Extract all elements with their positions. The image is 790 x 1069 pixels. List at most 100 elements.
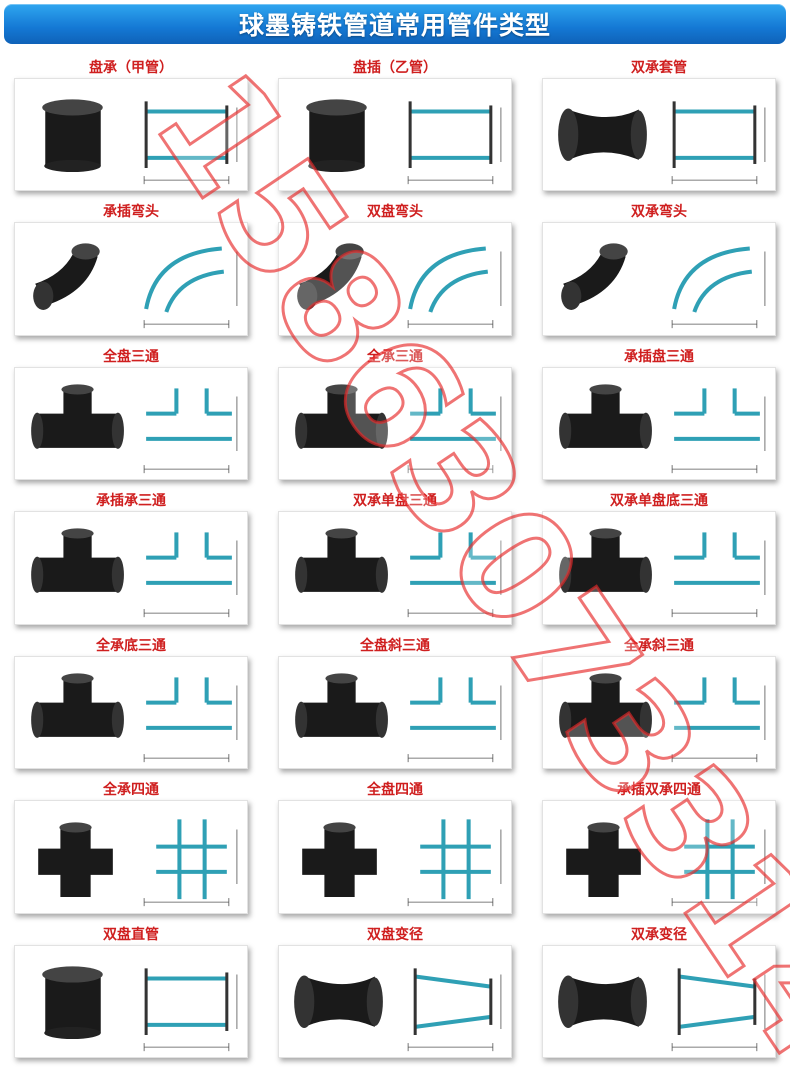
fitting-panel — [542, 78, 776, 192]
fitting-panel — [14, 366, 248, 481]
fitting-panel — [278, 511, 512, 625]
fitting-drawing — [671, 677, 766, 762]
fitting-cell: 双盘直管 — [6, 925, 256, 1062]
socket-spigot-flange-tee-icon — [559, 384, 766, 473]
fitting-drawing — [671, 532, 766, 618]
fitting-panel — [278, 944, 512, 1058]
fitting-photo — [38, 822, 113, 898]
fitting-cell: 全承三通 — [270, 347, 520, 484]
fitting-cell: 盘承（甲管） — [6, 58, 256, 195]
double-flanged-pipe-icon — [42, 965, 238, 1051]
fitting-cell: 双承单盘三通 — [270, 491, 520, 628]
fitting-drawing — [407, 677, 502, 762]
double-socket-reducer-icon — [558, 967, 766, 1051]
fitting-drawing — [143, 967, 238, 1051]
fitting-cell: 全盘四通 — [270, 780, 520, 917]
fitting-photo — [295, 384, 388, 449]
fitting-drawing — [671, 101, 766, 185]
all-socket-tee-icon — [295, 384, 502, 473]
fitting-photo — [297, 243, 364, 311]
fitting-panel — [542, 222, 776, 336]
fitting-drawing — [407, 819, 502, 907]
fitting-photo — [558, 108, 647, 161]
fitting-panel — [542, 800, 776, 914]
fitting-drawing — [407, 388, 502, 473]
fitting-panel — [278, 366, 512, 481]
all-flanged-cross-icon — [302, 819, 502, 907]
fitting-cell: 双承弯头 — [534, 202, 784, 339]
fittings-grid: 盘承（甲管） 盘插（乙管） 双承套管承插弯头 双盘弯头 双承弯头全盘三通 全承三通 承插盘三… — [6, 58, 784, 1062]
fitting-label: 盘插（乙管） — [353, 60, 437, 76]
fitting-label: 盘承（甲管） — [89, 60, 173, 76]
fitting-cell: 承插弯头 — [6, 202, 256, 339]
fitting-photo — [561, 243, 628, 311]
fitting-photo — [294, 975, 383, 1028]
fitting-label: 承插承三通 — [96, 493, 166, 510]
fitting-cell: 双盘变径 — [270, 925, 520, 1062]
fitting-photo — [295, 673, 388, 738]
double-flanged-bend-icon — [297, 243, 502, 329]
all-flanged-wye-icon — [295, 673, 502, 762]
fitting-photo — [558, 975, 647, 1028]
double-socket-flanged-tee-icon — [295, 528, 502, 618]
fitting-photo — [33, 243, 100, 311]
fitting-drawing — [143, 101, 238, 185]
flanged-socket-pipe-icon — [42, 99, 238, 185]
fitting-photo — [295, 528, 388, 594]
fitting-label: 双盘直管 — [103, 926, 159, 943]
fitting-panel — [278, 78, 512, 192]
fitting-panel — [14, 655, 248, 770]
socket-spigot-bend-icon — [33, 243, 238, 329]
fitting-panel — [542, 655, 776, 770]
fitting-label: 全承三通 — [367, 348, 423, 365]
fitting-photo — [559, 673, 652, 738]
fitting-photo — [566, 822, 641, 898]
fitting-drawing — [671, 819, 766, 907]
fitting-label: 全承四通 — [103, 782, 159, 799]
title-banner: 球墨铸铁管道常用管件类型 — [4, 4, 786, 44]
fitting-photo — [31, 673, 124, 738]
fitting-panel — [14, 222, 248, 336]
fitting-label: 全盘三通 — [103, 348, 159, 365]
fitting-photo — [42, 965, 103, 1039]
fitting-panel — [278, 800, 512, 914]
fitting-panel — [278, 655, 512, 770]
all-socket-cross-icon — [38, 819, 238, 907]
fitting-drawing — [407, 532, 502, 618]
fitting-label: 双承单盘底三通 — [610, 493, 708, 510]
fitting-photo — [42, 99, 103, 173]
fitting-label: 全承底三通 — [96, 637, 166, 654]
fitting-drawing — [143, 388, 238, 473]
fitting-photo — [302, 822, 377, 898]
all-socket-base-tee-icon — [31, 673, 238, 762]
fitting-label: 双承套管 — [631, 60, 687, 76]
fitting-cell: 承插双承四通 — [534, 780, 784, 917]
fitting-panel — [542, 944, 776, 1058]
fitting-drawing — [143, 246, 238, 329]
socket-spigot-double-socket-cross-icon — [566, 819, 766, 907]
fitting-panel — [278, 222, 512, 336]
fitting-drawing — [671, 246, 766, 329]
fitting-drawing — [671, 388, 766, 473]
fitting-label: 双承弯头 — [631, 204, 687, 221]
fitting-cell: 全承底三通 — [6, 636, 256, 773]
fitting-label: 双承变径 — [631, 926, 687, 943]
fitting-photo — [559, 528, 652, 594]
flanged-spigot-pipe-icon — [306, 99, 502, 185]
fitting-panel — [14, 800, 248, 914]
fitting-label: 全盘四通 — [367, 782, 423, 799]
fitting-label: 全盘斜三通 — [360, 637, 430, 654]
fitting-cell: 承插盘三通 — [534, 347, 784, 484]
double-socket-sleeve-icon — [558, 101, 766, 185]
fitting-drawing — [407, 967, 502, 1051]
fitting-cell: 全盘三通 — [6, 347, 256, 484]
fitting-drawing — [407, 246, 502, 329]
fitting-label: 承插弯头 — [103, 204, 159, 221]
fitting-cell: 全承斜三通 — [534, 636, 784, 773]
fitting-label: 双盘弯头 — [367, 204, 423, 221]
fitting-cell: 承插承三通 — [6, 491, 256, 628]
fitting-cell: 全盘斜三通 — [270, 636, 520, 773]
double-flanged-reducer-icon — [294, 967, 502, 1051]
double-socket-flanged-base-tee-icon — [559, 528, 766, 618]
fitting-panel — [14, 944, 248, 1058]
